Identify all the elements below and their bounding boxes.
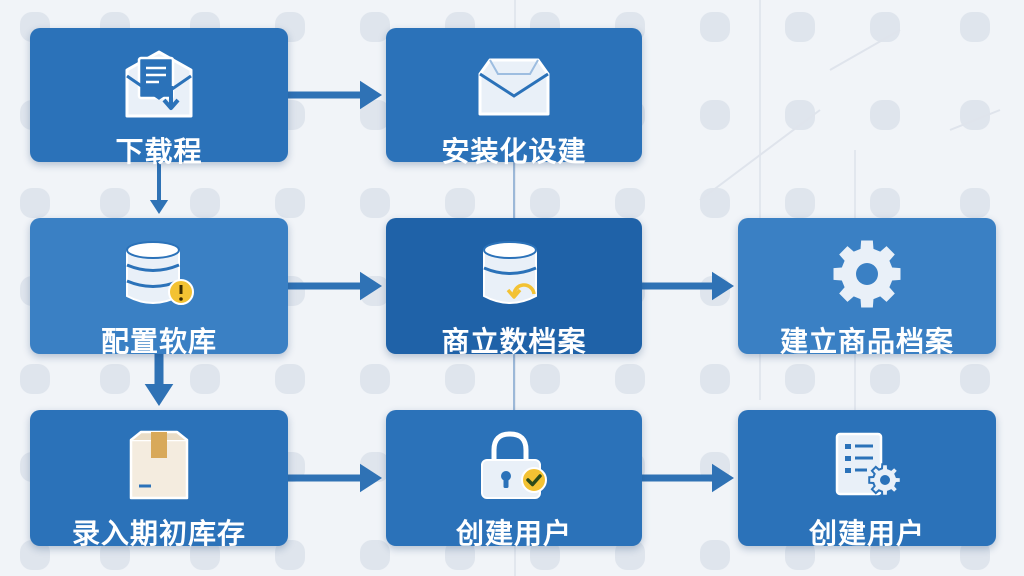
bg-pattern-tile: [700, 12, 730, 42]
node-install-setup[interactable]: 安装化设建: [386, 28, 642, 168]
connector-arrowhead: [712, 271, 734, 301]
bg-pattern-tile: [700, 100, 730, 130]
bg-pattern-tile: [870, 540, 900, 570]
node-product-archive[interactable]: 建立商品档案: [738, 218, 996, 358]
mail-download-icon: [119, 44, 199, 124]
bg-pattern-tile: [615, 188, 645, 218]
bg-pattern-tile: [785, 100, 815, 130]
bg-pattern-tile: [445, 540, 475, 570]
bg-pattern-tile: [190, 364, 220, 394]
bg-pattern-tile: [360, 12, 390, 42]
connector-arrowhead: [712, 463, 734, 493]
connector-n3-n4: [288, 271, 382, 301]
node-configure-library[interactable]: 配置软库: [30, 218, 288, 358]
bg-pattern-tile: [360, 540, 390, 570]
bg-pattern-tile: [530, 540, 560, 570]
node-label: 安装化设建: [441, 135, 587, 168]
database-restore-icon: [474, 234, 554, 314]
bg-pattern-tile: [100, 188, 130, 218]
bg-pattern-tile: [190, 540, 220, 570]
bg-pattern-tile: [785, 12, 815, 42]
package-icon: [119, 426, 199, 506]
envelope-icon: [474, 44, 554, 124]
document-settings-icon: [827, 426, 907, 506]
node-create-user-settings[interactable]: 创建用户: [738, 410, 996, 550]
node-download-program[interactable]: 下载程: [30, 28, 288, 168]
bg-pattern-tile: [100, 364, 130, 394]
bg-pattern-tile: [615, 364, 645, 394]
bg-pattern-tile: [190, 188, 220, 218]
connector-arrowhead: [360, 463, 382, 493]
bg-pattern-tile: [360, 188, 390, 218]
connector-n4-n5: [642, 271, 734, 301]
bg-pattern-tile: [445, 364, 475, 394]
bg-pattern-tile: [960, 188, 990, 218]
bg-pattern-tile: [700, 364, 730, 394]
connector-arrowhead: [360, 271, 382, 301]
node-label: 商立数档案: [441, 325, 587, 358]
bg-pattern-tile: [870, 364, 900, 394]
bg-pattern-tile: [275, 364, 305, 394]
connector-n1-n2: [288, 80, 382, 110]
bg-pattern-tile: [785, 540, 815, 570]
bg-pattern-tile: [870, 188, 900, 218]
bg-pattern-tile: [530, 188, 560, 218]
bg-pattern-tile: [530, 364, 560, 394]
node-label: 下载程: [115, 135, 203, 168]
bg-pattern-tile: [275, 188, 305, 218]
bg-pattern-tile: [960, 364, 990, 394]
node-label: 配置软库: [100, 325, 217, 358]
node-label: 创建用户: [808, 517, 925, 550]
bg-pattern-tile: [360, 364, 390, 394]
gear-hole: [856, 263, 878, 285]
connector-arrowhead: [149, 200, 169, 214]
connector-n7-n8: [642, 463, 734, 493]
node-merchant-data-archive[interactable]: 商立数档案: [386, 218, 642, 358]
bg-pattern-tile: [785, 364, 815, 394]
bg-pattern-tile: [445, 188, 475, 218]
bg-pattern-tile: [360, 100, 390, 130]
node-opening-inventory[interactable]: 录入期初库存: [30, 410, 288, 550]
bg-pattern-tile: [785, 188, 815, 218]
connector-n3-n6: [144, 354, 174, 406]
node-create-user-lock[interactable]: 创建用户: [386, 410, 642, 550]
bg-pattern-line: [699, 109, 821, 201]
bg-pattern-tile: [100, 540, 130, 570]
connector-arrowhead: [144, 384, 174, 406]
bg-pattern-tile: [20, 540, 50, 570]
database-warning-icon: [119, 234, 199, 314]
node-label: 录入期初库存: [71, 517, 246, 550]
bg-pattern-tile: [615, 540, 645, 570]
gear-icon: [827, 234, 907, 314]
bg-pattern-tile: [20, 364, 50, 394]
connector-arrowhead: [360, 80, 382, 110]
lock-check-icon: [474, 426, 554, 506]
bg-pattern-tile: [20, 188, 50, 218]
bg-pattern-tile: [960, 540, 990, 570]
node-label: 创建用户: [455, 517, 572, 550]
node-label: 建立商品档案: [779, 325, 954, 358]
connector-n6-n7: [288, 463, 382, 493]
bg-pattern-line: [829, 29, 901, 71]
bg-pattern-tile: [275, 540, 305, 570]
small-gear-hole: [880, 475, 890, 485]
bg-pattern-tile: [870, 100, 900, 130]
bg-pattern-tile: [960, 12, 990, 42]
bg-pattern-line: [949, 109, 1001, 131]
bg-pattern-tile: [700, 540, 730, 570]
connector-n1-n3: [149, 162, 169, 214]
